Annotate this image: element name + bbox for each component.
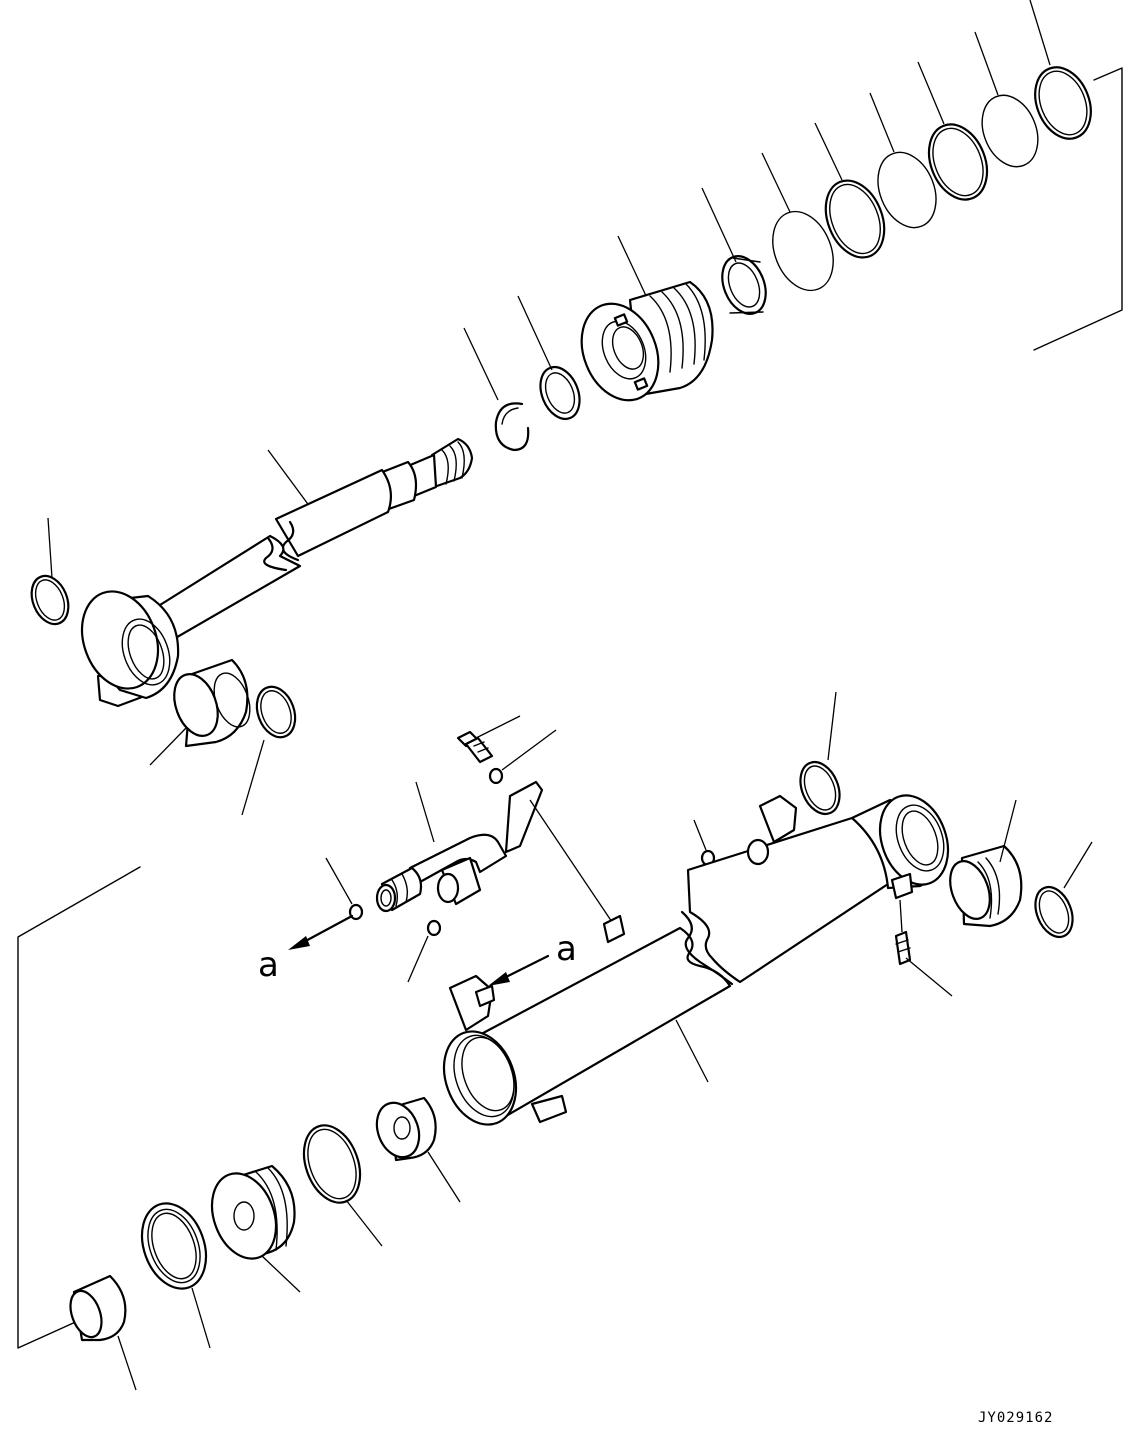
upper-seal-rings — [772, 66, 1092, 292]
rod-bushing — [149, 658, 251, 766]
bottom-eye-seal — [799, 691, 841, 816]
clamp-bolt — [456, 715, 521, 764]
hydraulic-pipe — [375, 780, 613, 923]
view-arrow-right: a — [488, 929, 577, 986]
piston-wear-ring — [302, 1124, 383, 1247]
wear-ring — [721, 255, 767, 315]
clamp-washer — [488, 729, 557, 785]
cushion-collar — [69, 1274, 137, 1391]
cylinder-bottom-eye — [850, 794, 950, 900]
ring-6 — [772, 210, 834, 292]
ring-1 — [1034, 66, 1092, 140]
snap-ring — [494, 402, 530, 452]
ring-5 — [824, 179, 886, 259]
view-label-left: a — [258, 945, 279, 985]
view-arrow-left: a — [258, 914, 354, 985]
drawing-code: JY029162 — [978, 1410, 1053, 1426]
piston-rod — [158, 437, 474, 642]
upper-ring-leaders — [47, 0, 1051, 579]
ring-4 — [877, 151, 937, 229]
lower-group-bracket — [17, 866, 141, 1349]
buffer-ring — [539, 365, 581, 421]
piston-seal — [140, 1202, 211, 1349]
grease-fitting — [894, 899, 953, 997]
cylinder-head — [580, 280, 714, 402]
bottom-bushing-ring — [1034, 841, 1093, 939]
view-label-right: a — [556, 929, 577, 969]
piston-nut — [375, 1096, 461, 1203]
rod-eye-seal — [30, 574, 70, 626]
piston — [210, 1164, 301, 1293]
upper-group-bracket — [1033, 67, 1123, 351]
rod-bushing-ring — [241, 685, 297, 816]
rod-eye — [80, 590, 180, 708]
ring-3 — [927, 123, 989, 201]
ring-2 — [981, 94, 1039, 168]
bottom-bushing — [949, 799, 1023, 928]
cylinder-tube — [442, 794, 890, 1126]
